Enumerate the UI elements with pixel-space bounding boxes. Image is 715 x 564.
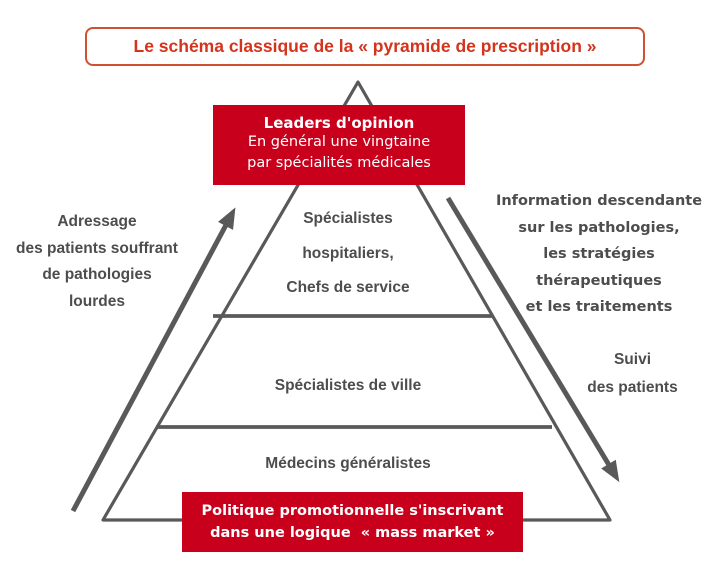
leaders-opinion-line-2: par spécialités médicales [247,155,431,171]
mass-market-line-1: Politique promotionnelle s'inscrivant [201,503,504,519]
right-top-line-4: thérapeutiques [536,272,662,289]
level-2-line-1: Spécialistes de ville [274,377,422,394]
annotation-patient-referral: Adressage des patients souffrant de path… [2,209,192,315]
annotation-patient-followup: Suivi des patients [560,346,705,402]
level-general-practitioners: Médecins généralistes [230,453,466,475]
right-top-line-5: et les traitements [525,299,673,315]
leaders-opinion-heading: Leaders d'opinion [263,114,415,132]
level-3-line-1: Médecins généralistes [265,455,431,472]
right-bottom-line-1: Suivi [613,351,652,368]
down-arrow-icon [445,196,620,483]
diagram-title-text: Le schéma classique de la « pyramide de … [133,36,597,56]
level-city-specialists: Spécialistes de ville [230,375,466,397]
mass-market-line-2: dans une logique « mass market » [210,525,495,541]
left-note-line-2: des patients souffrant [16,239,178,257]
level-1-line-1: Spécialistes [303,210,393,227]
right-top-line-1: Information descendante [495,193,703,209]
annotation-descending-information: Information descendante sur les patholog… [488,188,710,321]
up-arrow-icon [70,207,236,513]
left-note-line-3: de pathologies [42,266,152,283]
right-bottom-line-2: des patients [587,379,678,396]
leaders-opinion-line-1: En général une vingtaine [247,134,431,150]
level-1-line-3: Chefs de service [286,279,410,296]
level-1-line-2: hospitaliers, [302,244,394,262]
right-top-line-2: sur les pathologies, [518,219,680,236]
left-note-line-1: Adressage [57,213,137,230]
leaders-opinion-box: Leaders d'opinion En général une vingtai… [213,105,465,185]
diagram-title: Le schéma classique de la « pyramide de … [85,27,645,66]
level-hospital-specialists: Spécialistes hospitaliers, Chefs de serv… [230,202,466,306]
right-top-line-3: les stratégies [543,246,655,262]
mass-market-box: Politique promotionnelle s'inscrivant da… [182,492,523,552]
left-note-line-4: lourdes [69,292,125,310]
